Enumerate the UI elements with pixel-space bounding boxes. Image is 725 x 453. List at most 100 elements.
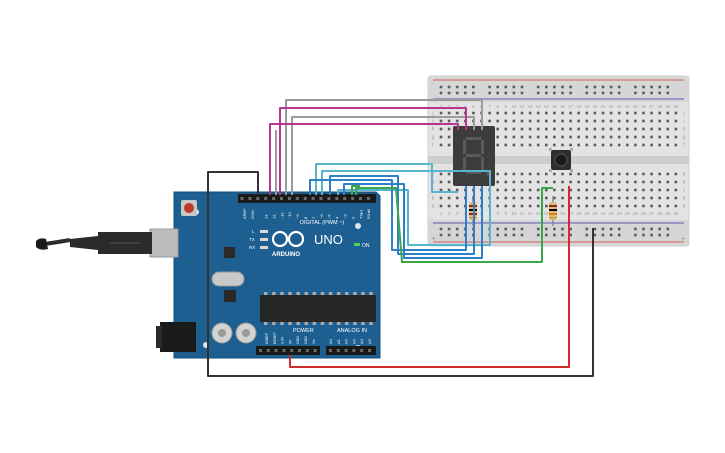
usb-plug-icon[interactable] (36, 228, 179, 258)
wire-black-gnd[interactable] (207, 171, 594, 377)
column-label-bottom: 3 (456, 211, 459, 216)
column-label-top: 16 (560, 104, 566, 109)
column-label-top: 18 (576, 104, 582, 109)
arduino-infinity-icon (271, 230, 305, 248)
column-label-top: 22 (609, 104, 615, 109)
column-label-bottom: 12 (528, 211, 534, 216)
column-label-top: 10 (511, 104, 517, 109)
column-label-bottom: 18 (576, 211, 582, 216)
analog-pin-label: A0 (328, 338, 333, 344)
digital-pin-label: TX▸1 (358, 209, 363, 219)
column-label-top: 17 (568, 104, 574, 109)
row-label: j (431, 111, 433, 117)
digital-pin-label: 2 (350, 216, 355, 219)
power-led: ON (354, 243, 370, 249)
analog-pin-label: A4 (359, 338, 364, 344)
column-label-bottom: 16 (560, 211, 566, 216)
column-label-top: 20 (592, 104, 598, 109)
capacitors (211, 322, 257, 344)
wire-red-5v[interactable] (289, 186, 570, 368)
column-label-top: 11 (520, 104, 525, 109)
rail-minus-label: - (431, 79, 434, 88)
row-label: a (432, 204, 435, 210)
wire-blue-1[interactable] (309, 179, 467, 251)
power-pin-label: Vin (312, 339, 316, 344)
wire-magenta-1[interactable] (279, 107, 467, 195)
column-label-top: 24 (625, 104, 631, 109)
wire-green-2[interactable] (355, 187, 553, 263)
row-label: i (683, 119, 684, 125)
column-label-top: 8 (496, 104, 499, 109)
row-label: g (683, 135, 686, 141)
row-label: j (682, 111, 684, 117)
column-label-bottom: 13 (536, 211, 542, 216)
row-label: i (432, 119, 433, 125)
led-l-label: L (252, 229, 255, 234)
column-label-bottom: 8 (496, 211, 499, 216)
row-label: c (432, 188, 435, 194)
wire-cyan-2[interactable] (321, 170, 491, 246)
digital-pin-label: ~5 (327, 214, 332, 219)
column-label-bottom: 20 (592, 211, 598, 216)
resistor-button[interactable] (549, 196, 557, 226)
digital-pin-label: ~11 (279, 212, 284, 219)
digital-pin-label: ~6 (319, 214, 324, 219)
model-label: UNO (314, 232, 343, 247)
power-header (256, 346, 320, 355)
rail-plus-label-right: + (681, 234, 686, 243)
analog-section-label: ANALOG IN (337, 328, 367, 334)
column-label-bottom: 17 (568, 211, 574, 216)
column-label-bottom: 23 (617, 211, 623, 216)
wire-cyan-1[interactable] (315, 163, 458, 195)
power-pin-label: IOREF (265, 332, 269, 344)
power-pin-label: RESET (273, 331, 277, 344)
wire-gray-1[interactable] (285, 99, 483, 195)
led-tx-label: TX (249, 237, 255, 242)
led-rx-label: RX (249, 245, 255, 250)
column-label-top: 19 (584, 104, 590, 109)
digital-pin-label: 12 (271, 214, 276, 219)
wire-magenta-2[interactable] (269, 123, 459, 195)
row-label: e (683, 172, 686, 178)
usb-chip (224, 247, 235, 258)
analog-pin-label: A3 (351, 338, 356, 344)
digital-pin-label: 13 (264, 214, 269, 219)
column-label-top: 26 (641, 104, 647, 109)
power-pin-label: 3.3V (281, 336, 285, 344)
column-label-bottom: 26 (641, 211, 647, 216)
row-label: h (432, 127, 435, 133)
row-label: b (683, 196, 686, 202)
row-label: f (432, 143, 434, 149)
status-leds: L TX RX (249, 229, 268, 250)
column-label-bottom: 25 (633, 211, 639, 216)
column-label-bottom: 22 (609, 211, 615, 216)
wire-blue-3[interactable] (343, 183, 483, 259)
rail-plus-label: + (431, 234, 436, 243)
power-header-pins (259, 349, 317, 352)
reset-button-icon[interactable] (184, 203, 194, 213)
column-label-top: 15 (552, 104, 558, 109)
digital-pin-label: 4 (335, 216, 340, 219)
column-label-bottom: 9 (505, 211, 508, 216)
atmega-chip (260, 292, 376, 325)
reset-button[interactable] (181, 200, 197, 216)
column-label-top: 21 (600, 104, 606, 109)
digital-pin-label: ~3 (343, 214, 348, 219)
column-label-top: 29 (665, 104, 671, 109)
seven-segment-display[interactable] (453, 126, 495, 186)
analog-pin-label: A1 (336, 338, 341, 344)
column-label-bottom: 10 (511, 211, 517, 216)
row-label: c (683, 188, 686, 194)
power-pin-label: GND (304, 336, 308, 344)
wire-gray-2[interactable] (291, 116, 475, 195)
row-label: f (683, 143, 685, 149)
gnd-label: GND (250, 210, 255, 219)
column-label-bottom: 14 (544, 211, 550, 216)
pushbutton[interactable] (549, 148, 573, 172)
analog-pin-label: A2 (344, 338, 349, 344)
wire-green-1[interactable] (351, 185, 360, 195)
